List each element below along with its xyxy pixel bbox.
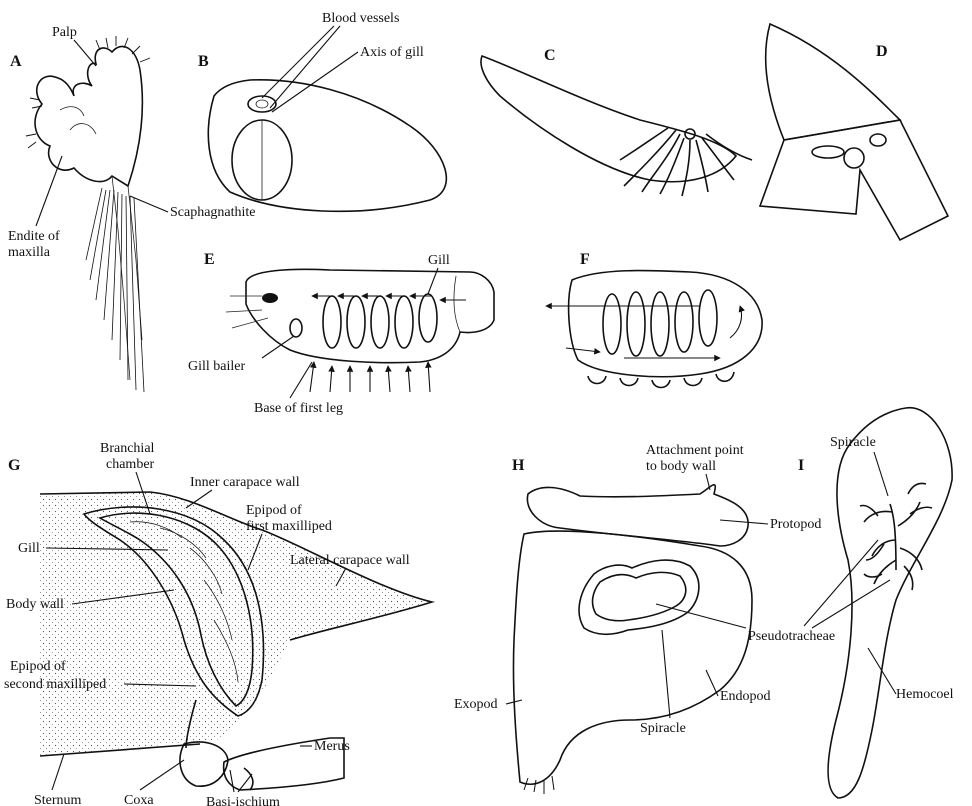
label-spiracle-h: Spiracle [640, 721, 686, 736]
label-basi-ischium: Basi-ischium [206, 795, 280, 806]
leader-pseudotracheae-h [656, 604, 746, 628]
panel-b-labels: Blood vessels Axis of gill [262, 11, 424, 112]
scaphagnathite-setae [86, 188, 144, 392]
panel-letter-f: F [580, 251, 590, 268]
label-merus: Merus [314, 739, 350, 754]
label-coxa: Coxa [124, 793, 154, 806]
label-pseudotracheae: Pseudotracheae [748, 629, 835, 644]
leader-hemocoel [868, 648, 896, 694]
label-endopod: Endopod [720, 689, 771, 704]
label-base-of-first-leg: Base of first leg [254, 401, 343, 416]
label-gill-e: Gill [428, 253, 450, 268]
label-blood-vessels: Blood vessels [322, 11, 399, 26]
panel-d-gill-drawing [760, 24, 948, 240]
panel-e-body-drawing [226, 269, 494, 392]
leader-coxa [140, 760, 184, 790]
leader-sternum [52, 754, 64, 790]
label-branchial-chamber-2: chamber [106, 457, 155, 472]
panel-g-section-drawing [40, 492, 432, 790]
label-body-wall: Body wall [6, 597, 64, 612]
label-lateral-carapace-wall: Lateral carapace wall [290, 553, 410, 568]
leader-endite [36, 156, 62, 226]
leader-axis-of-gill [272, 52, 358, 112]
leader-pseudotracheae-i-1 [804, 540, 878, 626]
panel-letter-c: C [544, 47, 556, 64]
label-endite-of-maxilla-2: maxilla [8, 245, 51, 260]
panel-i-labels: Spiracle Hemocoel [804, 435, 954, 702]
label-palp: Palp [52, 25, 77, 40]
label-spiracle-i: Spiracle [830, 435, 876, 450]
panel-letter-i: I [798, 457, 804, 474]
leader-palp [74, 40, 96, 66]
label-epipod-second-2: second maxilliped [4, 677, 106, 692]
leader-scaphagnathite [130, 196, 168, 212]
leader-spiracle-h [662, 630, 670, 718]
panel-f-body-drawing [546, 270, 762, 387]
leader-gill-bailer [262, 336, 294, 358]
leader-blood-vessels-2 [270, 26, 340, 108]
panel-letter-h: H [512, 457, 525, 474]
panel-letter-a: A [10, 53, 22, 70]
panel-i-detail-drawing [828, 408, 952, 798]
leader-base-of-first-leg [290, 362, 312, 398]
leader-spiracle-i [874, 452, 888, 496]
label-hemocoel: Hemocoel [896, 687, 954, 702]
panel-e-gills [323, 294, 437, 348]
label-sternum: Sternum [34, 793, 82, 806]
panel-h-pleopod-drawing [513, 485, 752, 794]
panel-b-gill-drawing [208, 80, 446, 212]
label-gill-bailer: Gill bailer [188, 359, 245, 374]
label-gill-g: Gill [18, 541, 40, 556]
panel-letter-e: E [204, 251, 215, 268]
leader-basi-ischium-1 [230, 770, 234, 792]
leader-endopod [706, 670, 718, 696]
label-inner-carapace-wall: Inner carapace wall [190, 475, 300, 490]
label-scaphagnathite: Scaphagnathite [170, 205, 256, 220]
leader-protopod [720, 520, 768, 524]
label-attachment-point-1: Attachment point [646, 443, 744, 458]
panel-a-labels: Palp Endite of maxilla Scaphagnathite [8, 25, 256, 260]
label-endite-of-maxilla-1: Endite of [8, 229, 60, 244]
label-epipod-second-1: Epipod of [10, 659, 66, 674]
label-protopod: Protopod [770, 517, 821, 532]
panel-letter-d: D [876, 43, 888, 60]
label-epipod-first-2: first maxilliped [246, 519, 332, 534]
label-branchial-chamber-1: Branchial [100, 441, 155, 456]
panel-letter-b: B [198, 53, 209, 70]
panel-letter-g: G [8, 457, 21, 474]
label-epipod-first-1: Epipod of [246, 503, 302, 518]
label-exopod: Exopod [454, 697, 498, 712]
panel-a-maxilla-drawing [26, 36, 150, 392]
panel-e-labels: Gill Gill bailer Base of first leg [188, 253, 450, 416]
label-attachment-point-2: to body wall [646, 459, 716, 474]
label-axis-of-gill: Axis of gill [360, 45, 424, 60]
panel-c-gill-drawing [481, 56, 752, 196]
panel-h-labels: Attachment point to body wall Protopod P… [454, 443, 835, 736]
